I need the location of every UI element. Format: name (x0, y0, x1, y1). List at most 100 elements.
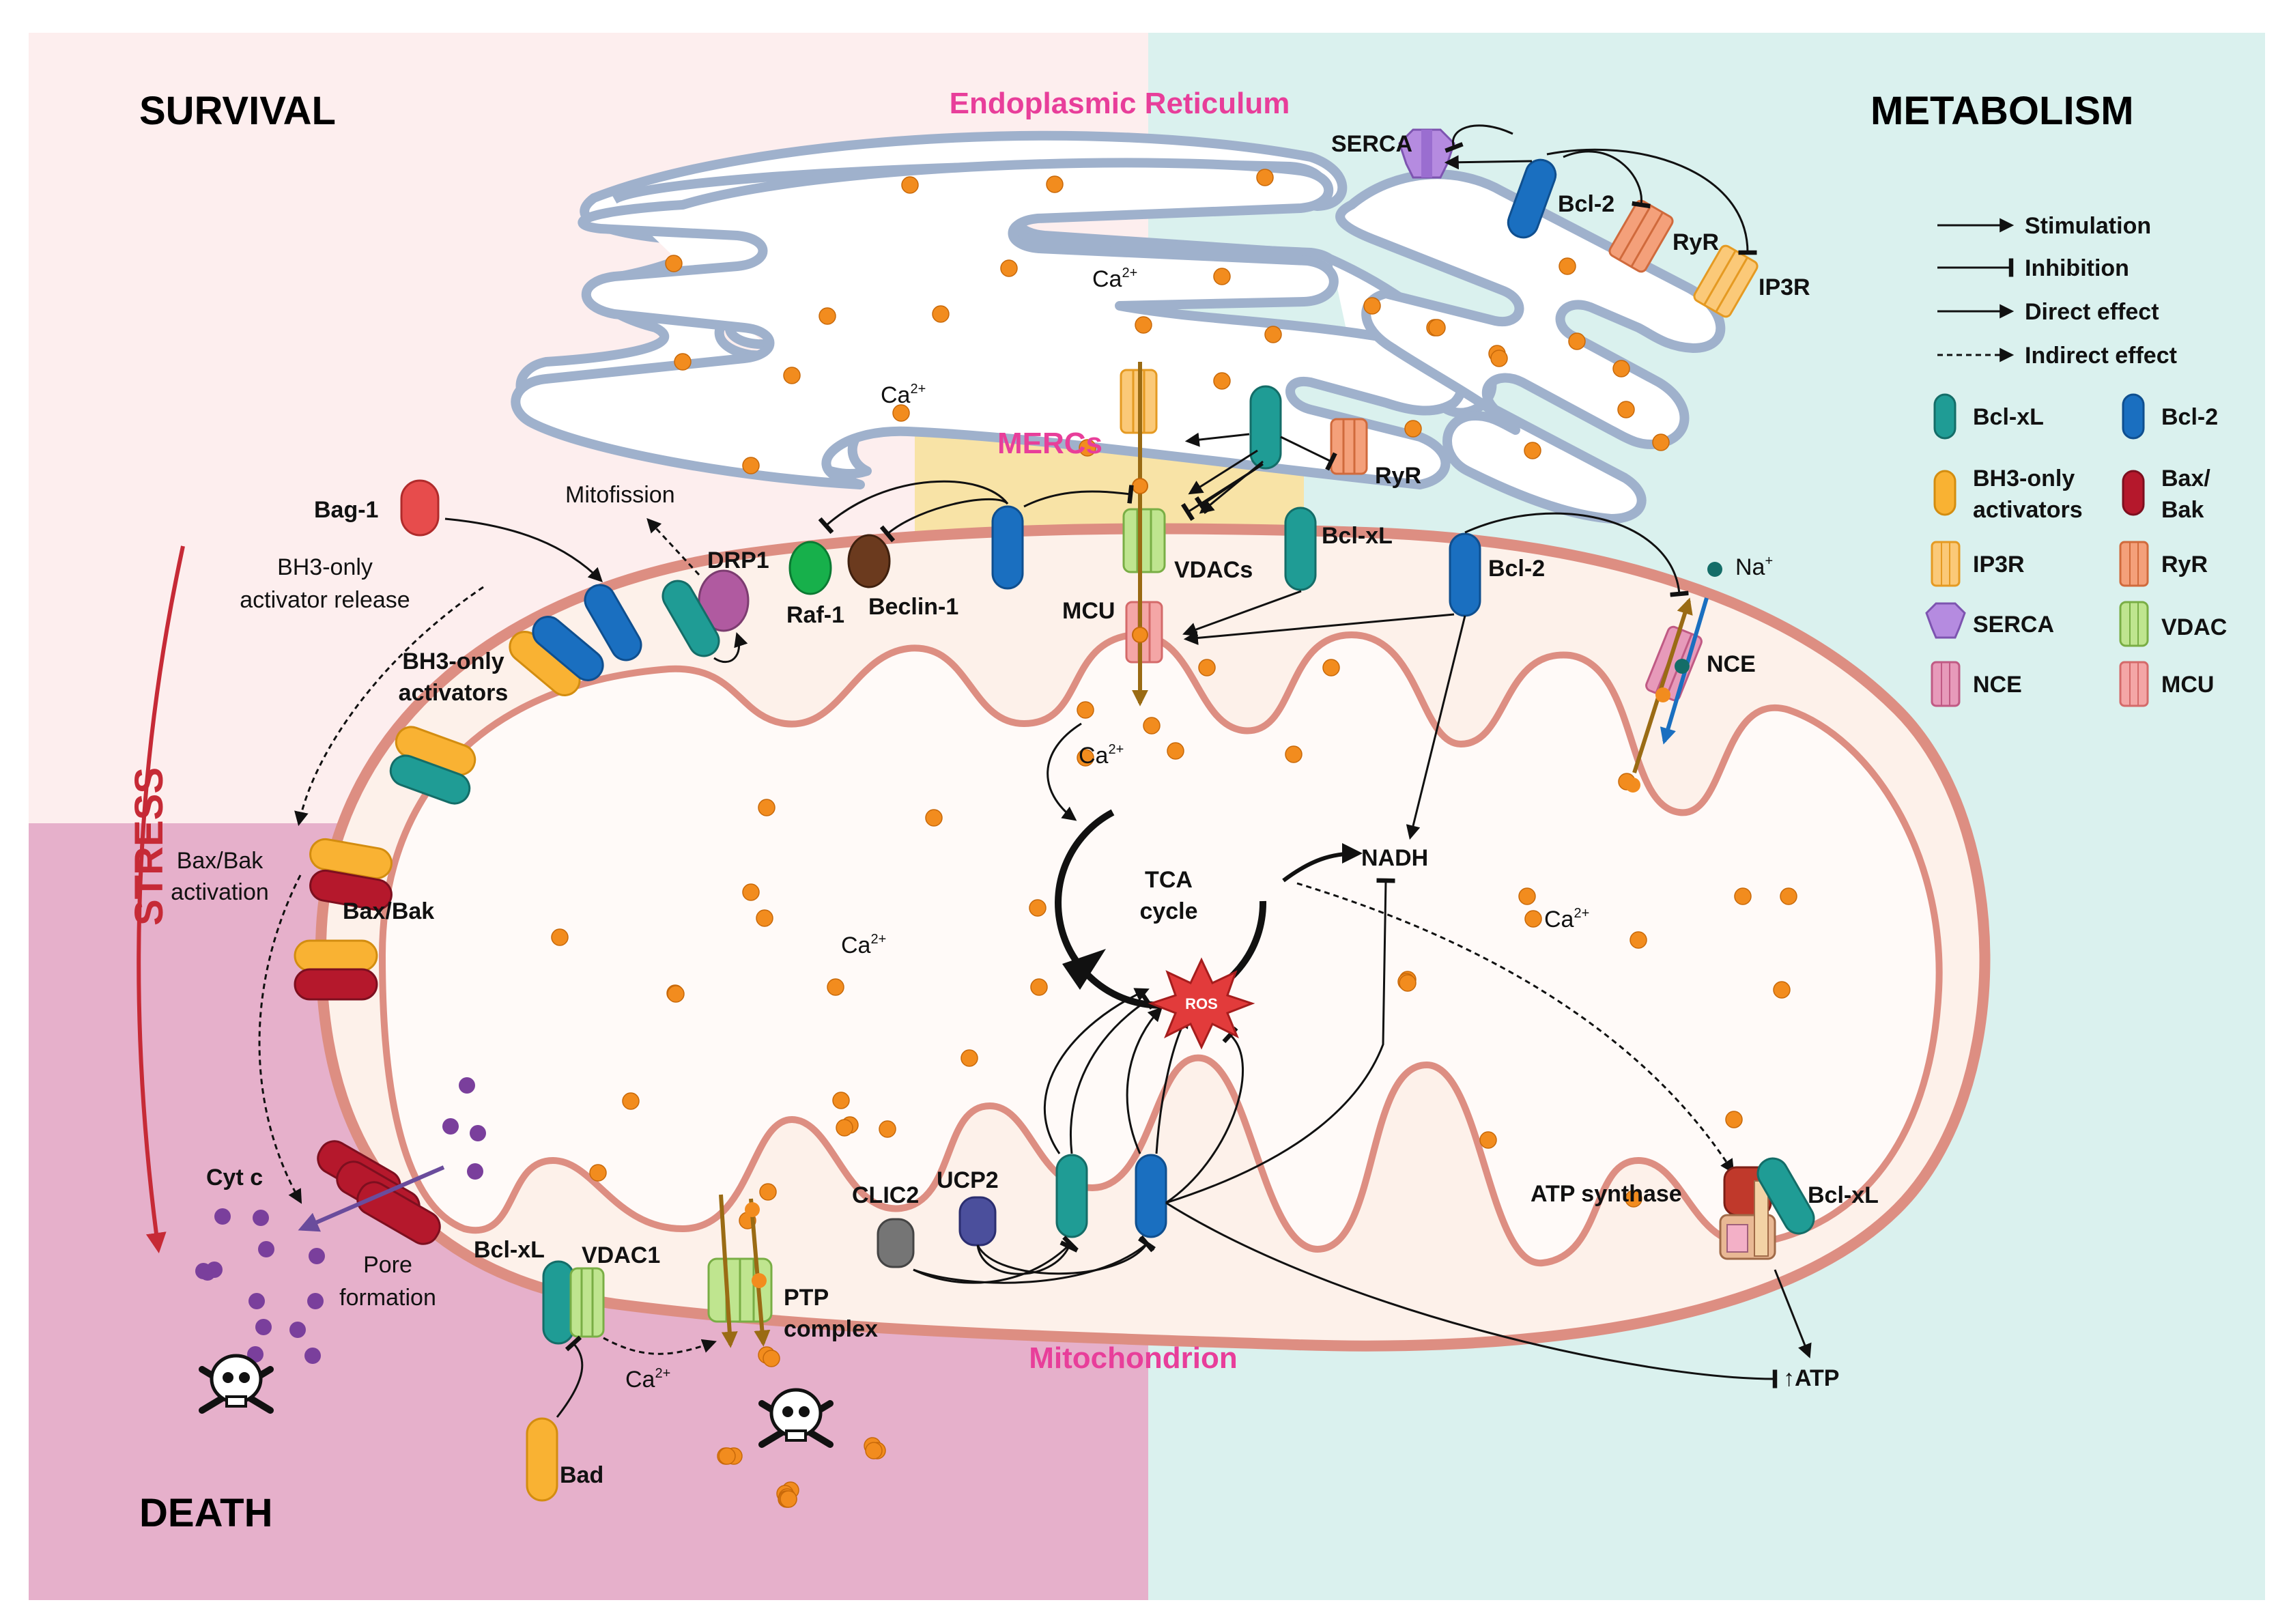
mitochondrion-title: Mitochondrion (1029, 1341, 1238, 1375)
bcl2-mercs-arrows (818, 480, 1134, 543)
bcl2-er-icon (1507, 158, 1557, 239)
bh3-activators-label-1: BH3-only (402, 649, 504, 674)
stress-arrow (137, 545, 185, 1253)
atp-synthase-to-atp-arrow (1774, 1269, 1812, 1358)
pore-label-1: Pore (363, 1252, 412, 1278)
baxbak-d-icon (294, 968, 378, 1001)
bcl2-er-label: Bcl-2 (1558, 191, 1614, 217)
bcl2-top-icon (1449, 532, 1481, 617)
legend-item-label: Bcl-2 (2161, 404, 2218, 430)
bh3-release-label-1: BH3-only (277, 554, 373, 580)
vdacs-icon (1122, 508, 1166, 573)
ucp2-label: UCP2 (937, 1167, 999, 1193)
svg-text:Ca2+: Ca2+ (841, 932, 886, 958)
stress-label: STRESS (127, 767, 171, 926)
legend-item-label: Bax/ (2161, 466, 2210, 492)
mitofission-label: Mitofission (565, 482, 675, 508)
calcium-flux-dot-2 (1132, 627, 1148, 643)
calcium-dots (551, 169, 1797, 1508)
legend-arrow-label: Indirect effect (2025, 343, 2177, 369)
ptp-label-2: complex (784, 1316, 878, 1342)
mcu-label: MCU (1062, 598, 1115, 624)
nce-sodium-dot (1675, 659, 1690, 674)
calcium-efflux-arrow (1632, 597, 1693, 773)
ryr-er-label: RyR (1673, 229, 1719, 255)
serca-label: SERCA (1331, 131, 1412, 157)
calcium-labels: Ca2+ Ca2+ Ca2+ Ca2+ Ca2+ Ca2+ (625, 266, 1589, 1393)
legend-arrow-inhibition: Inhibition (1937, 255, 2129, 281)
baxbak-activation-label-1: Bax/Bak (177, 848, 264, 874)
bag1-arrow (444, 517, 603, 582)
sodium-dot (1707, 562, 1722, 577)
ptp-calcium-dot-2 (752, 1273, 767, 1288)
bclxl-drp1-icon (661, 580, 720, 657)
bh3-bcl2-complex-b (532, 616, 604, 681)
legend-arrow-stimulation: Stimulation (1937, 213, 2151, 239)
skull-icon-2 (758, 1388, 834, 1448)
raf1-icon (788, 541, 832, 595)
cytc-label: Cyt c (206, 1165, 263, 1191)
mercs-arrows (1181, 432, 1337, 522)
er-regulation-arrows (1444, 124, 1757, 255)
bcl2-bottom-icon (1135, 1154, 1167, 1238)
ryr-er-icon (1608, 199, 1674, 273)
legend-item-label: NCE (1973, 672, 2022, 698)
tca-cycle-arrowhead (1062, 949, 1106, 990)
ip3r-channel-icon (1931, 541, 1961, 587)
calcium-to-tca-arrow (1047, 722, 1082, 821)
metabolism-title: METABOLISM (1870, 89, 2134, 133)
atp-synthase-label: ATP synthase (1531, 1181, 1682, 1207)
drp1-loop-arrow (713, 632, 748, 663)
atp-label: ↑ATP (1783, 1365, 1839, 1391)
legend-arrow-label: Direct effect (2025, 299, 2159, 325)
ryr-mercs-label: RyR (1375, 463, 1421, 489)
top-membrane-arrows (1182, 512, 1689, 840)
mitochondrion-inner-membrane (378, 631, 1943, 1267)
nce-exchanger-icon (1931, 661, 1961, 707)
orange-pill-icon (1933, 470, 1956, 516)
baxbak-b-icon (309, 869, 393, 911)
bag1-label: Bag-1 (314, 497, 378, 523)
ryr-mercs-icon (1330, 418, 1368, 475)
tca-label-1: TCA (1145, 867, 1193, 893)
legend-item-label: IP3R (1973, 552, 2025, 578)
pore-label-2: formation (339, 1285, 436, 1311)
vdacs-label: VDACs (1174, 557, 1253, 583)
legend-arrow-label: Stimulation (2025, 213, 2151, 239)
nce-calcium-dot-inner (1625, 778, 1640, 793)
legend-item-label: RyR (2161, 552, 2208, 578)
cytc-release-arrow (298, 1165, 445, 1232)
legend-arrow-label: Inhibition (2025, 255, 2129, 281)
bcl2-membrane-icon (584, 584, 642, 661)
svg-text:Ca2+: Ca2+ (881, 382, 926, 408)
beclin1-icon (847, 534, 891, 588)
ptp-flux-arrow-2 (749, 1198, 771, 1347)
bclxl-mercs-er-icon (1249, 385, 1282, 470)
ip3r-er-label: IP3R (1759, 274, 1810, 300)
tca-to-nadh-arrow (1282, 843, 1363, 883)
baxbak-activation-label-2: activation (171, 879, 269, 905)
svg-text:Ca2+: Ca2+ (1092, 266, 1137, 292)
legend-item-label: BH3-only (1973, 466, 2075, 492)
red-pill-icon (2122, 470, 2145, 516)
mercs-title: MERCs (997, 427, 1102, 460)
bclxl-top-label: Bcl-xL (1322, 523, 1393, 549)
beclin1-label: Beclin-1 (868, 594, 958, 620)
legend-item-label: SERCA (1973, 612, 2054, 638)
baxbak-label: Bax/Bak (343, 898, 434, 924)
vdac1-icon (569, 1267, 605, 1338)
clic2-label: CLIC2 (852, 1182, 919, 1208)
svg-text:Ca2+: Ca2+ (625, 1366, 670, 1393)
clic2-icon (877, 1218, 915, 1268)
bad-icon (526, 1417, 558, 1502)
skull-icon-1 (199, 1354, 274, 1414)
bad-inhibit-arrow (556, 1335, 584, 1418)
mitofission-arrow (646, 517, 700, 576)
bclxl-bottom-icon (1055, 1154, 1088, 1238)
nce-label: NCE (1707, 651, 1756, 677)
baxbak-c-icon (294, 939, 378, 972)
serca-pump-icon (1925, 602, 1966, 639)
legend-arrow-direct: Direct effect (1937, 299, 2159, 325)
legend-item-label: Bcl-xL (1973, 404, 2044, 430)
bcl2-top-label: Bcl-2 (1488, 556, 1545, 582)
